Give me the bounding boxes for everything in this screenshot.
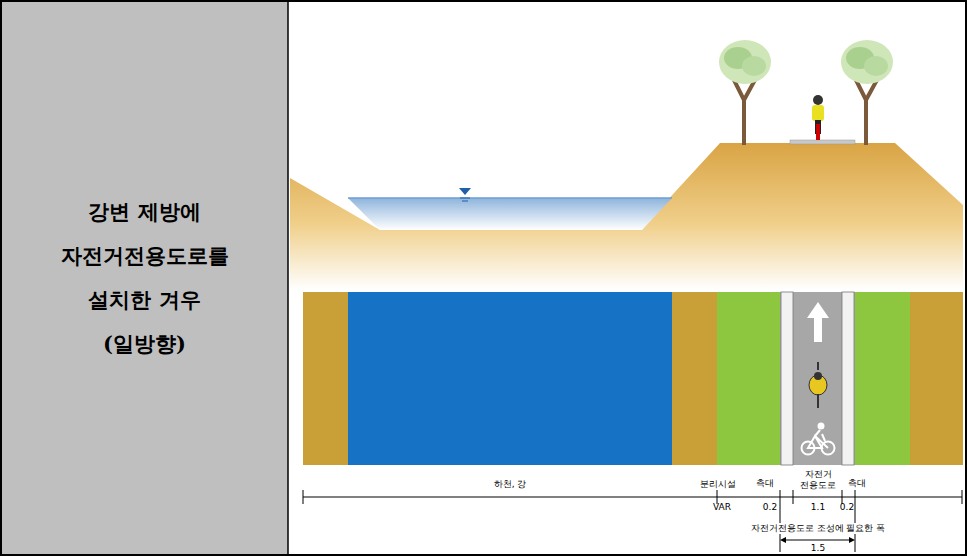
dimension-value: 0.2	[840, 502, 854, 513]
panel-title: 강변 제방에 자전거전용도로를 설치한 겨우 (일방향)	[50, 190, 240, 366]
dimension-label: 자전거전용도로 조성에 필요한 폭	[749, 523, 888, 534]
dimension-value: 1.1	[811, 502, 825, 513]
dimension-value: VAR	[713, 502, 731, 513]
title-panel: 강변 제방에 자전거전용도로를 설치한 겨우 (일방향)	[2, 2, 287, 554]
dimension-label: 분리시설	[700, 479, 736, 490]
dimension-value: 1.5	[811, 543, 825, 554]
dimension-label: 자전거 전용도로	[798, 469, 838, 491]
dimension-label: 하천, 강	[494, 479, 527, 490]
dimension-label: 측대	[756, 478, 774, 489]
dimension-value: 0.2	[763, 502, 777, 513]
dimension-label: 측대	[848, 478, 866, 489]
